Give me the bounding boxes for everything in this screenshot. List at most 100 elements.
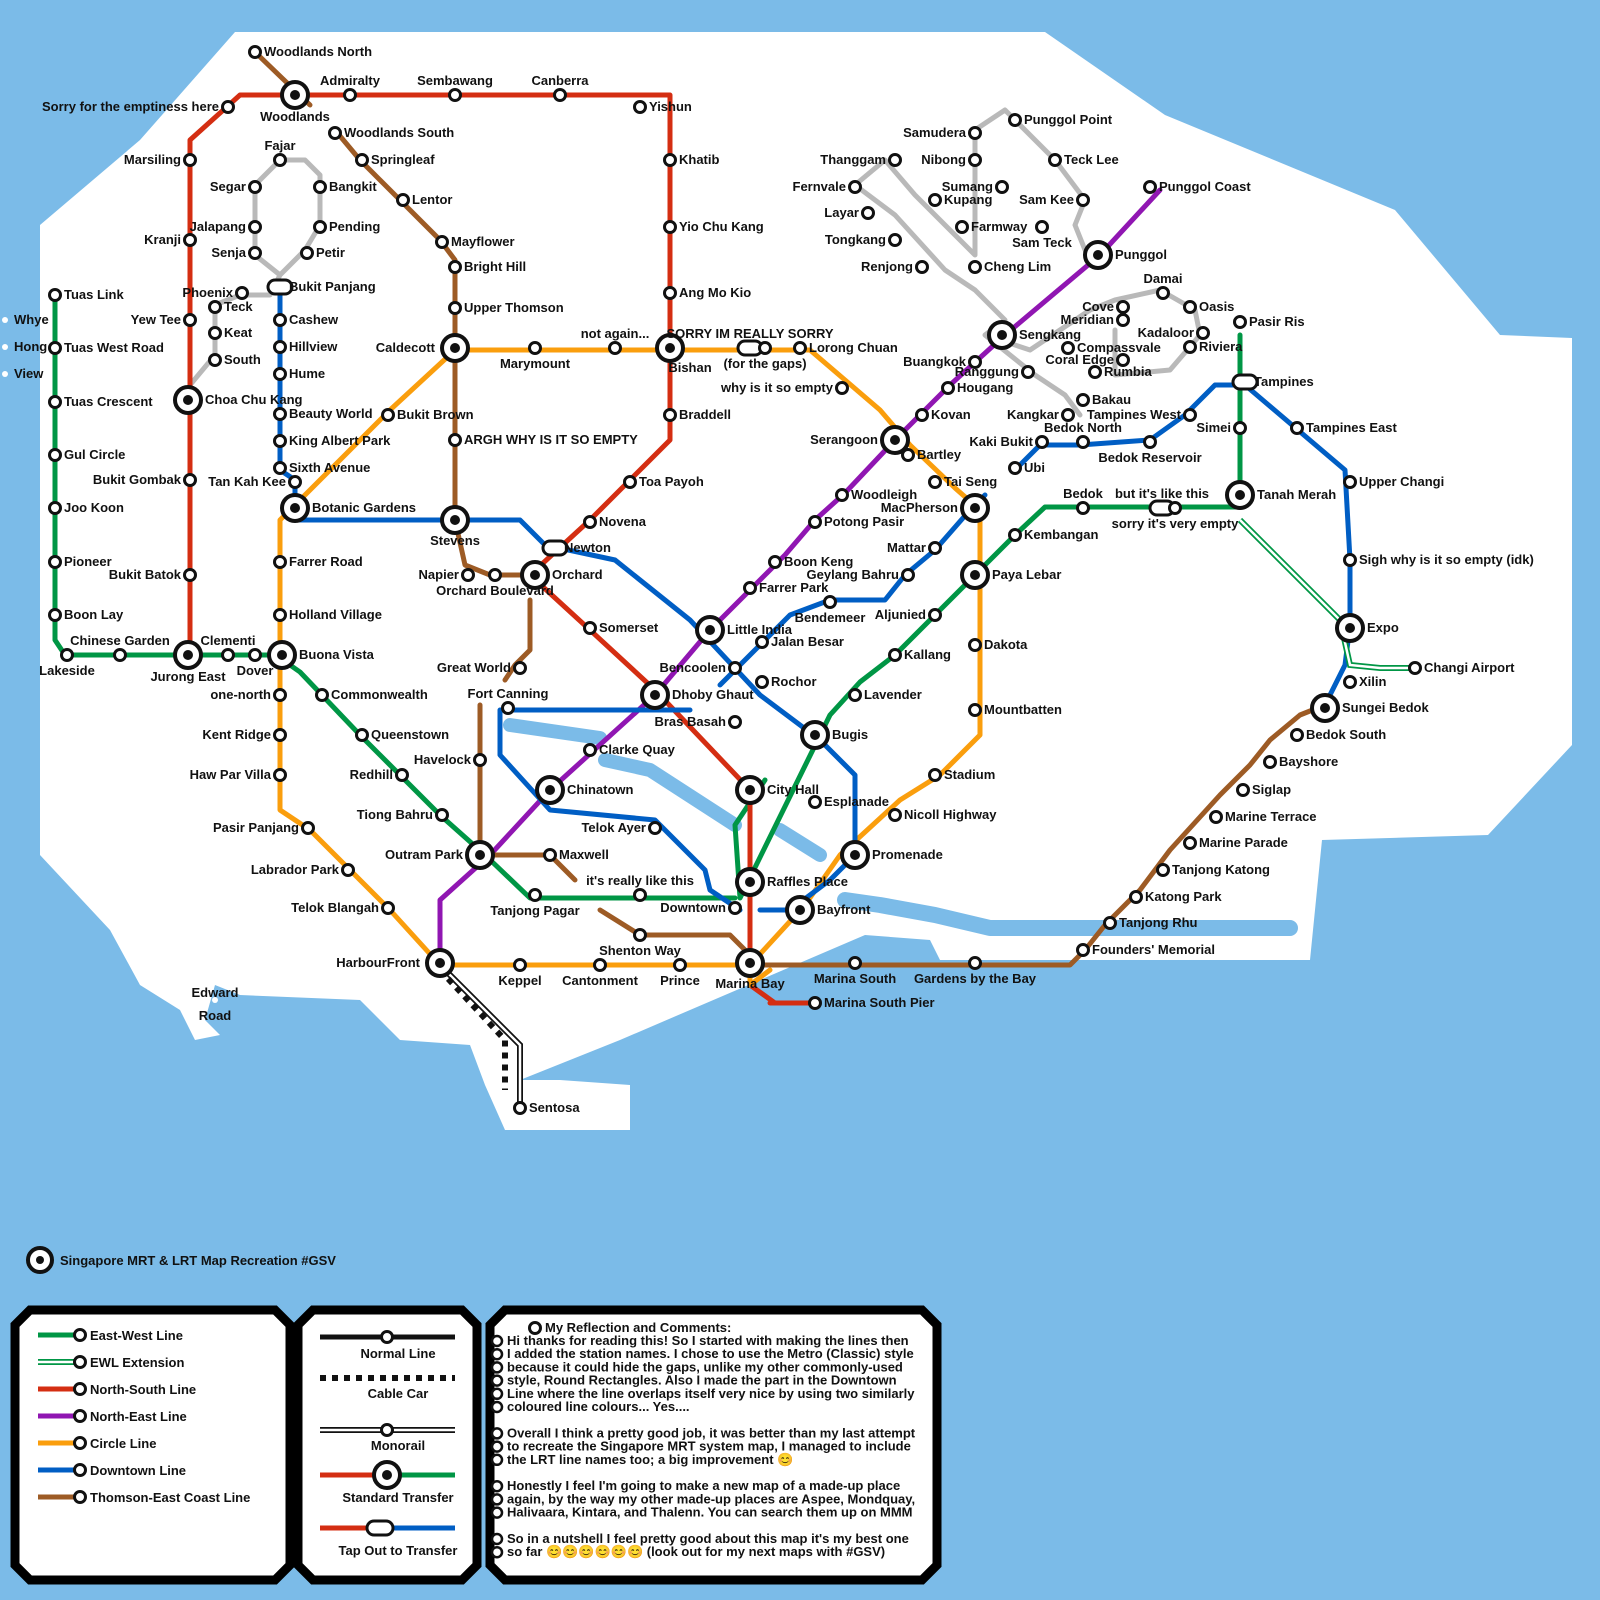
station-edward[interactable] bbox=[212, 974, 218, 980]
station-tuas-west[interactable] bbox=[48, 341, 62, 355]
station-fort-canning[interactable] bbox=[501, 701, 515, 715]
station-little-india[interactable] bbox=[695, 615, 725, 645]
station-lorong-chuan[interactable] bbox=[793, 341, 807, 355]
station-lakeside[interactable] bbox=[60, 648, 74, 662]
station-sorry-empty[interactable] bbox=[221, 100, 235, 114]
station-keppel[interactable] bbox=[513, 958, 527, 972]
station-petir[interactable] bbox=[300, 246, 314, 260]
station-toa-payoh[interactable] bbox=[623, 475, 637, 489]
station-potong-pasir[interactable] bbox=[808, 515, 822, 529]
station-expo[interactable] bbox=[1335, 613, 1365, 643]
station-jalan-besar[interactable] bbox=[755, 635, 769, 649]
station-renjong[interactable] bbox=[915, 260, 929, 274]
station-bright-hill[interactable] bbox=[448, 260, 462, 274]
station-punggol-point[interactable] bbox=[1008, 113, 1022, 127]
station-sembawang[interactable] bbox=[448, 88, 462, 102]
station-farrer-road[interactable] bbox=[273, 555, 287, 569]
station-tampines[interactable] bbox=[1231, 373, 1259, 391]
station-king-albert[interactable] bbox=[273, 434, 287, 448]
station-tanjong-katong[interactable] bbox=[1156, 863, 1170, 877]
station-boon-keng[interactable] bbox=[768, 555, 782, 569]
station-great-world[interactable] bbox=[513, 661, 527, 675]
station-why-empty[interactable] bbox=[835, 381, 849, 395]
station-sam-teck[interactable] bbox=[1035, 220, 1049, 234]
station-kadaloor[interactable] bbox=[1196, 326, 1210, 340]
station-yio-chu-kang[interactable] bbox=[663, 220, 677, 234]
station-mountbatten[interactable] bbox=[968, 703, 982, 717]
station-choa-chu-kang[interactable] bbox=[173, 385, 203, 415]
station-promenade[interactable] bbox=[840, 840, 870, 870]
station-segar[interactable] bbox=[248, 180, 262, 194]
station-argh[interactable] bbox=[448, 433, 462, 447]
station-lentor[interactable] bbox=[396, 193, 410, 207]
station-bartley[interactable] bbox=[901, 448, 915, 462]
station-pasir-ris[interactable] bbox=[1233, 315, 1247, 329]
station-bakau[interactable] bbox=[1076, 393, 1090, 407]
station-phoenix[interactable] bbox=[235, 286, 249, 300]
station-bedok-north[interactable] bbox=[1076, 435, 1090, 449]
station-dover[interactable] bbox=[248, 648, 262, 662]
station-coral-edge[interactable] bbox=[1116, 353, 1130, 367]
station-teck-whye[interactable] bbox=[208, 300, 222, 314]
station-upper-thomson[interactable] bbox=[448, 301, 462, 315]
station-cashew[interactable] bbox=[273, 313, 287, 327]
station-commonwealth[interactable] bbox=[315, 688, 329, 702]
station-dakota[interactable] bbox=[968, 638, 982, 652]
station-somerset[interactable] bbox=[583, 621, 597, 635]
station-sumang[interactable] bbox=[995, 180, 1009, 194]
station-gardens-bay[interactable] bbox=[968, 956, 982, 970]
station-telok-ayer[interactable] bbox=[648, 821, 662, 835]
station-redhill[interactable] bbox=[395, 768, 409, 782]
station-bencoolen[interactable] bbox=[728, 661, 742, 675]
station-mayflower[interactable] bbox=[435, 235, 449, 249]
station-holland[interactable] bbox=[273, 608, 287, 622]
station-marine-terrace[interactable] bbox=[1209, 810, 1223, 824]
station-bedok-reservoir[interactable] bbox=[1143, 435, 1157, 449]
station-queenstown[interactable] bbox=[355, 728, 369, 742]
station-tiong-bahru[interactable] bbox=[435, 808, 449, 822]
station-chinese-garden[interactable] bbox=[113, 648, 127, 662]
station-braddell[interactable] bbox=[663, 408, 677, 422]
station-road[interactable] bbox=[212, 997, 218, 1003]
station-sengkang[interactable] bbox=[987, 320, 1017, 350]
station-layar[interactable] bbox=[861, 206, 875, 220]
station-bayshore[interactable] bbox=[1263, 755, 1277, 769]
station-esplanade[interactable] bbox=[808, 795, 822, 809]
station-xilin[interactable] bbox=[1343, 675, 1357, 689]
station-newton[interactable] bbox=[541, 539, 569, 557]
station-prince[interactable] bbox=[673, 958, 687, 972]
station-bras-basah[interactable] bbox=[728, 715, 742, 729]
station-marymount[interactable] bbox=[528, 341, 542, 355]
station-marina-south[interactable] bbox=[848, 956, 862, 970]
station-lavender[interactable] bbox=[848, 688, 862, 702]
station-buona-vista[interactable] bbox=[267, 640, 297, 670]
station-marina-south-pier[interactable] bbox=[808, 996, 822, 1010]
station-oasis[interactable] bbox=[1183, 300, 1197, 314]
station-kovan[interactable] bbox=[915, 408, 929, 422]
station-cheng-lim[interactable] bbox=[968, 260, 982, 274]
station-geylang-bahru[interactable] bbox=[901, 568, 915, 582]
station-caldecott[interactable] bbox=[440, 333, 470, 363]
station-beauty-world[interactable] bbox=[273, 407, 287, 421]
station-samudera[interactable] bbox=[968, 126, 982, 140]
station-bukit-gombak[interactable] bbox=[183, 473, 197, 487]
station-one-north[interactable] bbox=[273, 688, 287, 702]
station-farrer-park[interactable] bbox=[743, 581, 757, 595]
station-fajar[interactable] bbox=[273, 153, 287, 167]
station-rochor[interactable] bbox=[755, 675, 769, 689]
station-bukit-panjang[interactable] bbox=[266, 278, 294, 296]
station-pioneer[interactable] bbox=[48, 555, 62, 569]
station-keat-hong[interactable] bbox=[208, 326, 222, 340]
station-riviera[interactable] bbox=[1183, 340, 1197, 354]
station-kent-ridge[interactable] bbox=[273, 728, 287, 742]
station-changi-airport[interactable] bbox=[1408, 661, 1422, 675]
station-novena[interactable] bbox=[583, 515, 597, 529]
station-orchard-boulevard[interactable] bbox=[488, 568, 502, 582]
station-raffles-place[interactable] bbox=[735, 867, 765, 897]
station-khatib[interactable] bbox=[663, 153, 677, 167]
station-yishun[interactable] bbox=[633, 100, 647, 114]
station-bayfront[interactable] bbox=[785, 895, 815, 925]
station-not-again[interactable] bbox=[608, 341, 622, 355]
station-tampines-west[interactable] bbox=[1183, 408, 1197, 422]
station-bukit-brown[interactable] bbox=[381, 408, 395, 422]
